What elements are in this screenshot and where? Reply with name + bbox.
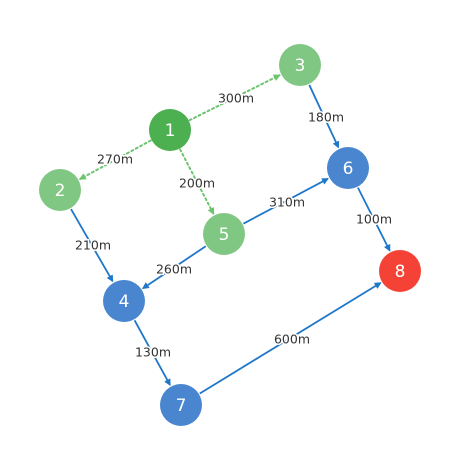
edge-label-6-8: 100m	[356, 212, 392, 227]
node-2[interactable]: 2	[39, 169, 81, 211]
node-circle-8	[379, 250, 421, 292]
node-circle-7	[160, 384, 202, 426]
node-label-2: 2	[55, 181, 66, 201]
node-circle-2	[39, 169, 81, 211]
node-label-3: 3	[295, 56, 306, 76]
node-label-4: 4	[119, 292, 130, 312]
edge-label-4-7: 130m	[135, 345, 171, 360]
node-3[interactable]: 3	[279, 44, 321, 86]
edge-label-5-6: 310m	[269, 195, 305, 210]
edges-layer	[70, 74, 391, 395]
node-circle-3	[279, 44, 321, 86]
edge-7-8	[199, 282, 382, 395]
edge-1-2	[78, 139, 152, 180]
edge-5-4	[141, 245, 207, 289]
edge-4-7	[133, 319, 171, 387]
node-label-6: 6	[343, 159, 354, 179]
node-circle-6	[327, 147, 369, 189]
node-circle-5	[203, 213, 245, 255]
edge-3-6	[308, 84, 340, 149]
edge-1-5	[179, 148, 215, 215]
edge-label-7-8: 600m	[274, 332, 310, 347]
nodes-layer: 1 2 3 4 5 6 7 8	[39, 44, 421, 426]
node-8[interactable]: 8	[379, 250, 421, 292]
edge-1-3	[188, 74, 281, 122]
edge-label-3-6: 180m	[308, 110, 344, 125]
node-circle-4	[103, 280, 145, 322]
edge-label-2-4: 210m	[75, 238, 111, 253]
node-label-5: 5	[219, 225, 230, 245]
node-label-8: 8	[395, 262, 406, 282]
node-7[interactable]: 7	[160, 384, 202, 426]
edge-label-5-4: 260m	[156, 262, 192, 277]
edge-5-6	[242, 178, 329, 225]
edge-6-8	[357, 187, 391, 252]
node-4[interactable]: 4	[103, 280, 145, 322]
edge-2-4	[70, 208, 114, 283]
node-circle-1	[149, 109, 191, 151]
node-1[interactable]: 1	[149, 109, 191, 151]
node-label-7: 7	[176, 396, 187, 416]
edge-label-1-2: 270m	[97, 152, 133, 167]
node-6[interactable]: 6	[327, 147, 369, 189]
edge-label-1-3: 300m	[218, 91, 254, 106]
edge-label-1-5: 200m	[179, 176, 215, 191]
node-label-1: 1	[165, 121, 176, 141]
edge-labels-layer: 300m 270m 200m 180m 310m 210m 260m 100m 130m 600m	[73, 89, 393, 361]
node-5[interactable]: 5	[203, 213, 245, 255]
